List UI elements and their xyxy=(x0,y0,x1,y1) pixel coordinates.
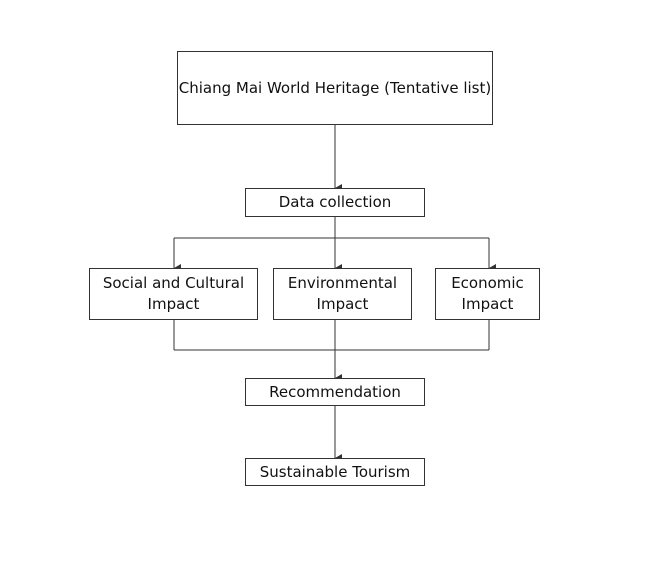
social-cultural-impact-box: Social and Cultural Impact xyxy=(89,268,258,320)
recommendation-label: Recommendation xyxy=(269,382,401,401)
sustainable-tourism-label: Sustainable Tourism xyxy=(259,462,411,481)
social-cultural-label-line1: Social and Cultural xyxy=(102,274,245,292)
social-cultural-label-line2: Impact xyxy=(147,295,200,313)
economic-impact-box: Economic Impact xyxy=(435,268,540,320)
data-collection-label: Data collection xyxy=(278,193,392,211)
data-collection-box: Data collection xyxy=(245,188,425,217)
heritage-box: Chiang Mai World Heritage (Tentative lis… xyxy=(177,51,493,125)
economic-label-line1: Economic xyxy=(451,274,524,292)
environmental-label-line1: Environmental xyxy=(287,274,398,292)
sustainable-tourism-box: Sustainable Tourism xyxy=(245,458,425,486)
economic-label-line2: Impact xyxy=(461,295,514,313)
recommendation-box: Recommendation xyxy=(245,378,425,406)
environmental-label-line2: Impact xyxy=(316,295,369,313)
heritage-label: Chiang Mai World Heritage (Tentative lis… xyxy=(178,78,492,97)
environmental-impact-box: Environmental Impact xyxy=(273,268,412,320)
